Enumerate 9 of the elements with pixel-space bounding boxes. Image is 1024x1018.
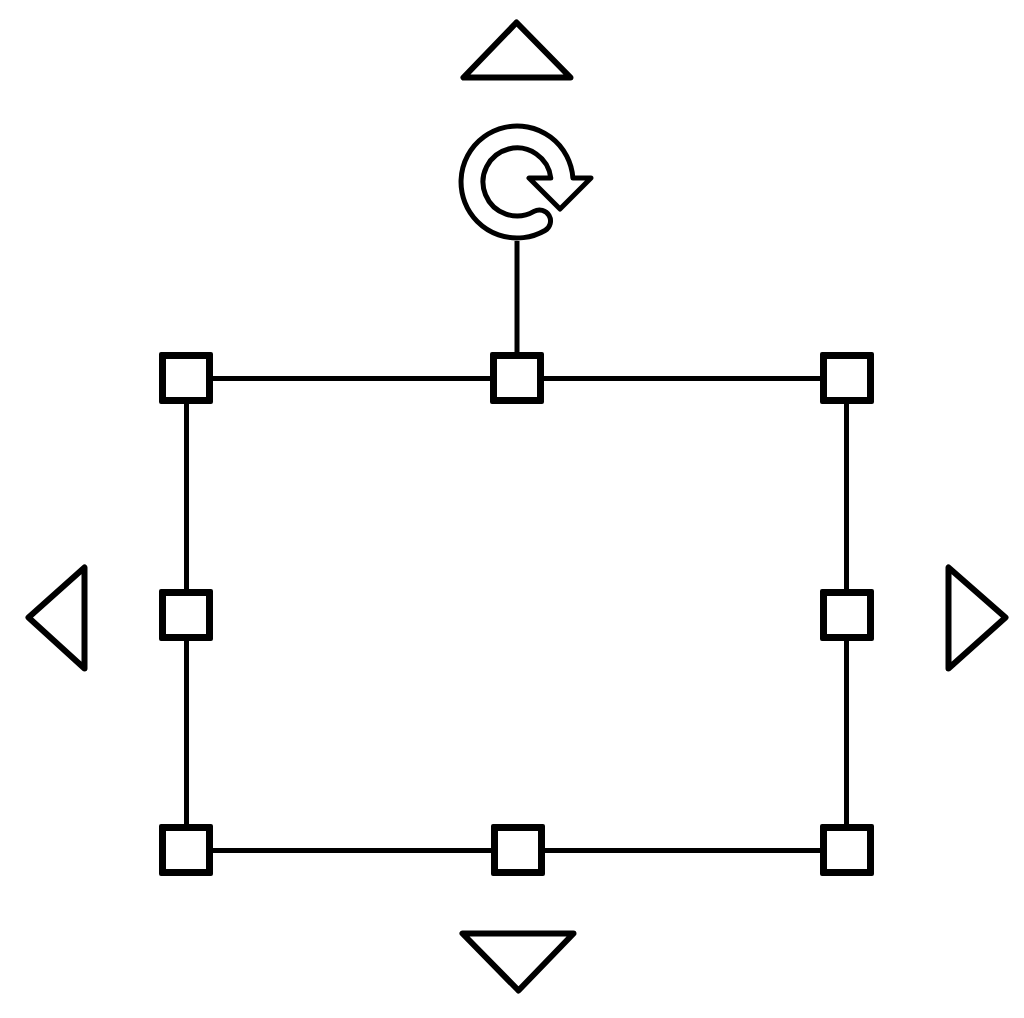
resize-handle (820, 352, 874, 404)
resize-handle (491, 824, 545, 876)
resize-handle (820, 824, 874, 876)
resize-handle (159, 824, 213, 876)
resize-handle (490, 352, 544, 404)
resize-handle (820, 589, 874, 641)
resize-handle (159, 589, 213, 641)
connector-line (514, 241, 520, 352)
resize-handle (159, 352, 213, 404)
